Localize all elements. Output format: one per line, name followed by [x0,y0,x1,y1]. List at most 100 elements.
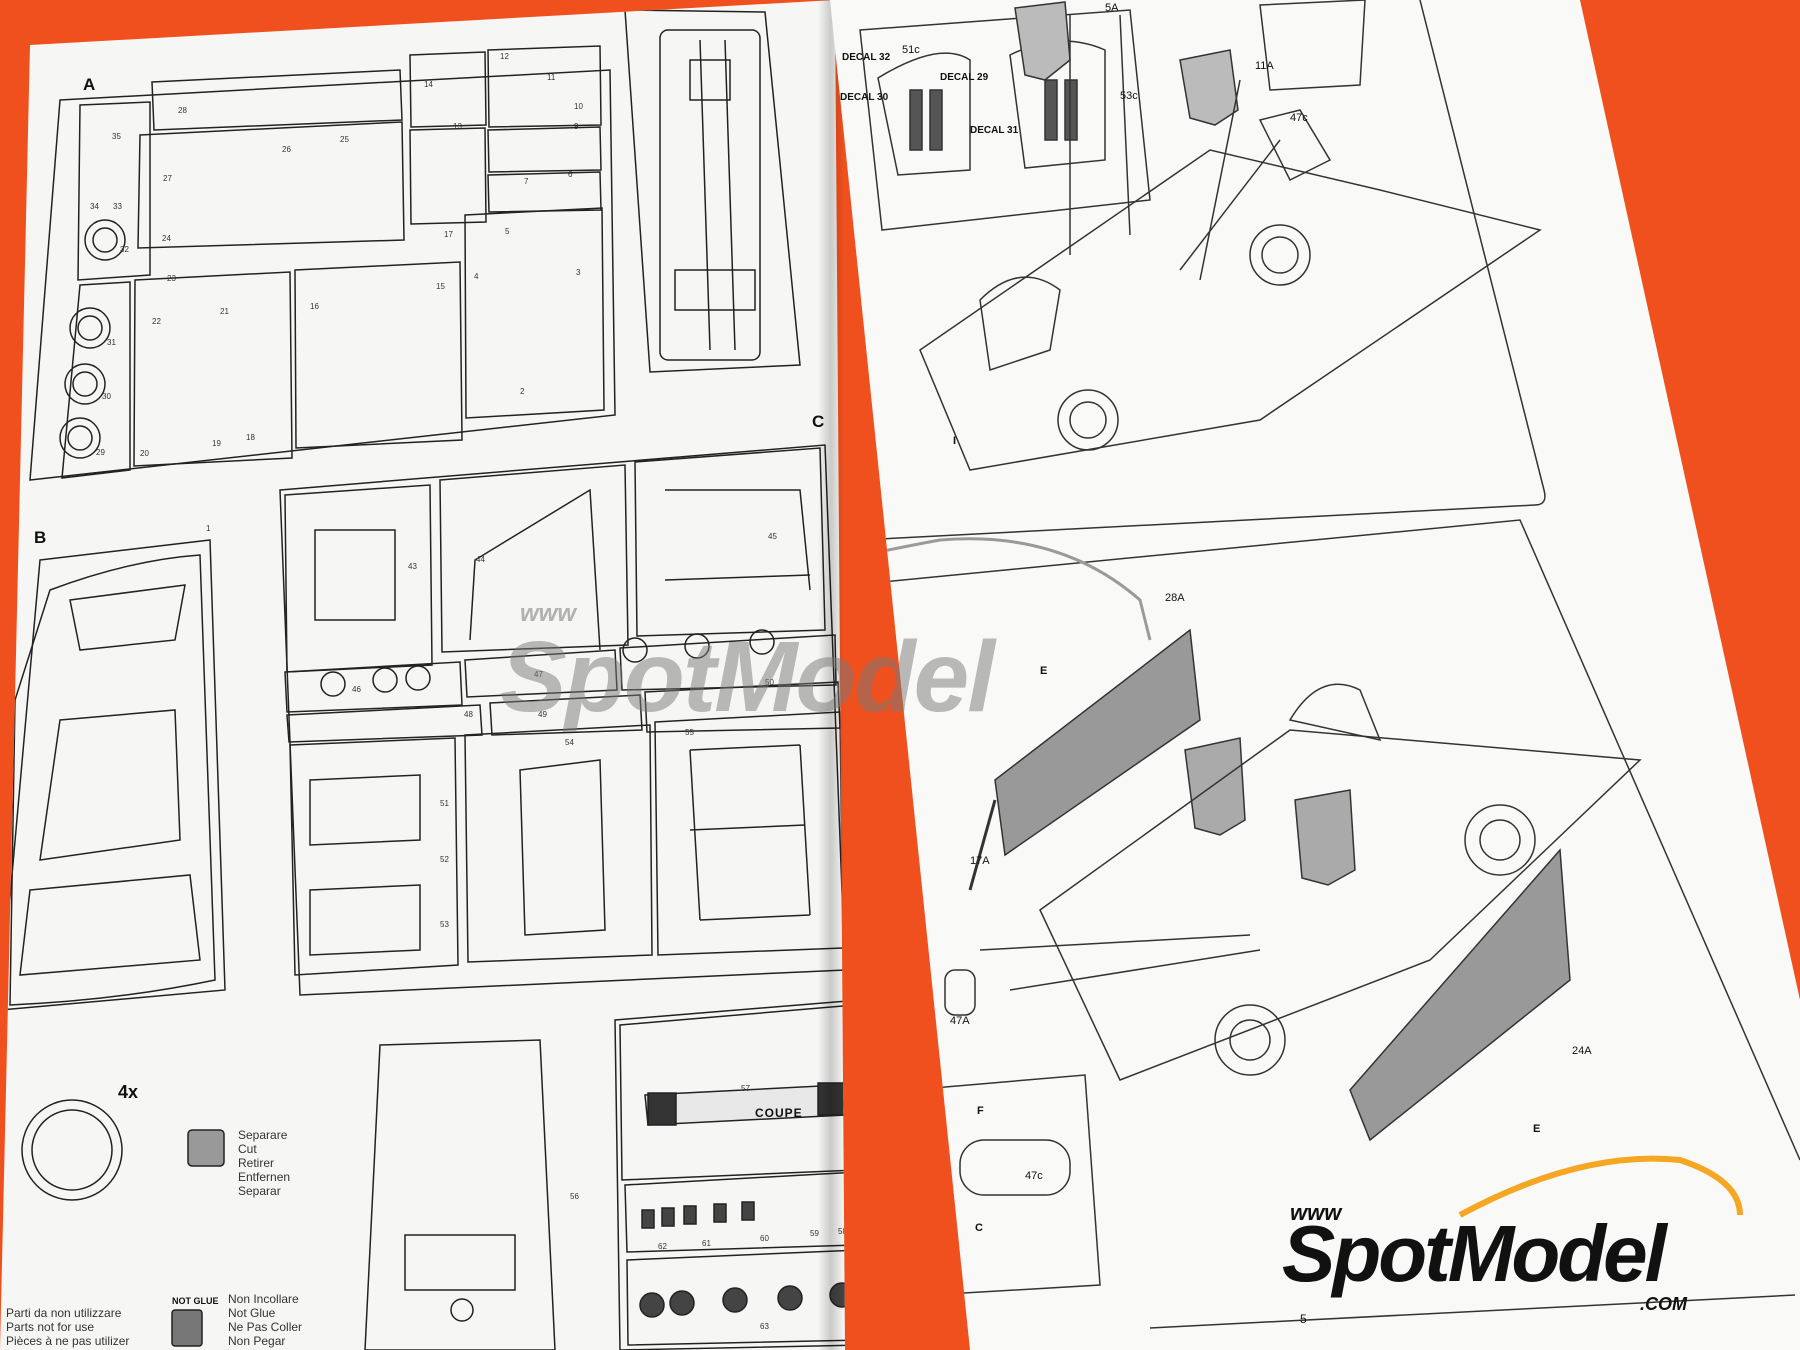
door-panel-28a [994,628,1201,857]
part-number: 43 [408,562,417,571]
section-label-d: D [866,983,879,1002]
part-number: 22 [152,317,161,326]
decal-callout: DECAL 32 [842,52,891,63]
part-number: 30 [102,392,111,401]
marker-c: C [975,1222,983,1234]
part-number: 29 [96,448,105,457]
marker-e: E [1040,665,1048,677]
part-number: 18 [246,433,255,442]
sprue-b-frame [0,539,226,1011]
step-6-frame [830,519,1800,1161]
part-callout: 11A [1255,60,1274,72]
part-number: 5 [505,227,510,236]
part-callout: 53c [1120,90,1138,102]
part-number: 57 [741,1084,750,1093]
marker-e: E [1533,1123,1541,1135]
part-number: 47 [534,670,543,679]
not-for-use-legend: Parti da non utilizzare Parts not for us… [6,1306,130,1348]
part-callout: 47A [950,1015,970,1027]
assembly-diagram [830,0,1800,1329]
marker-i: I [953,435,957,447]
part-number: 62 [658,1242,667,1251]
section-label-b: B [34,528,47,547]
tire-count: 4x [118,1082,139,1102]
door-panel-24a [1349,848,1571,1142]
tire-outline [21,1099,123,1201]
no-glue-legend: Non Incollare Not Glue Ne Pas Coller Non… [228,1292,303,1348]
part-number: 56 [570,1192,579,1201]
part-number: 58 [838,1225,845,1239]
part-number: 34 [90,202,99,211]
wheel-parts [59,219,126,459]
section-label-a: A [83,75,96,94]
sprue-d-frame [614,999,845,1350]
extinguisher-callout-top [1259,0,1366,91]
parts-page: A B C D 35 28 26 25 27 24 34 33 32 14 13… [0,0,845,1350]
part-callout: 24A [1572,1045,1592,1057]
part-callout: 17A [970,855,990,867]
sprue-a-frame [29,69,616,481]
part-number: 31 [107,338,116,347]
part-number: 12 [500,52,509,61]
part-number: 13 [453,122,462,131]
logo-www: www [1290,1200,1342,1225]
section-label-c: C [812,412,824,432]
part-number: 51 [440,799,449,808]
part-number: 7 [524,177,529,186]
coupe-plaque [644,1084,845,1126]
part-number: 52 [440,855,449,864]
part-number: 59 [810,1229,819,1238]
step-5-frame [830,0,1546,541]
part-number: 54 [565,738,574,747]
part-number: 4 [474,272,479,281]
car-body-top-view [9,554,216,1006]
sprue-c-frame [279,444,845,996]
part-56-panel [364,1039,556,1350]
part-number: 2 [520,387,525,396]
part-number: 3 [576,268,581,277]
part-callout: 51c [902,44,920,56]
part-number: 14 [424,80,433,89]
part-number: 10 [574,102,583,111]
marker-f: F [977,1105,984,1117]
decal-callout: DECAL 30 [840,92,889,103]
assembly-page: 6 DECAL 32 DECAL 30 DECAL 29 DECAL 31 51… [830,0,1800,1350]
coupe-label: COUPE [755,1106,803,1120]
part-number: 1 [206,524,211,533]
part-number: 26 [282,145,291,154]
part-callout: 28A [1165,592,1185,604]
part-number: 50 [765,678,774,687]
part-number: 48 [464,710,473,719]
part-number: 45 [768,532,777,541]
logo-tld: .COM [1640,1294,1687,1314]
part-number: 27 [163,174,172,183]
part-number: 9 [574,122,579,131]
watermark-www: www [520,600,577,627]
extinguisher-callout-bottom [909,1074,1101,1296]
part-callout: 47c [1025,1170,1043,1182]
chassis-step-5 [919,149,1542,471]
decal-seat-callout [859,9,1151,231]
decal-callout: DECAL 31 [970,125,1019,136]
part-number: 6 [568,170,573,179]
watermark-brand: SpotModel [500,621,995,733]
cut-legend: Separare Cut Retirer Entfernen Separar [238,1128,291,1198]
part-callout: 5A [1105,2,1119,14]
chassis-step-6 [1039,729,1642,1081]
part-number: 32 [120,245,129,254]
part-number: 24 [162,234,171,243]
part-number: 49 [538,710,547,719]
part-number: 35 [112,132,121,141]
part-number: 53 [440,920,449,929]
parts-diagram [0,9,845,1350]
part-number: 46 [352,685,361,694]
marker-b: B [930,1228,938,1240]
part-number: 20 [140,449,149,458]
part-number: 11 [547,73,556,82]
part-number: 63 [760,1322,769,1331]
chassis-sprue [624,9,801,373]
decal-callout: DECAL 29 [940,72,989,83]
book-spine [818,0,844,1350]
part-number: 25 [340,135,349,144]
